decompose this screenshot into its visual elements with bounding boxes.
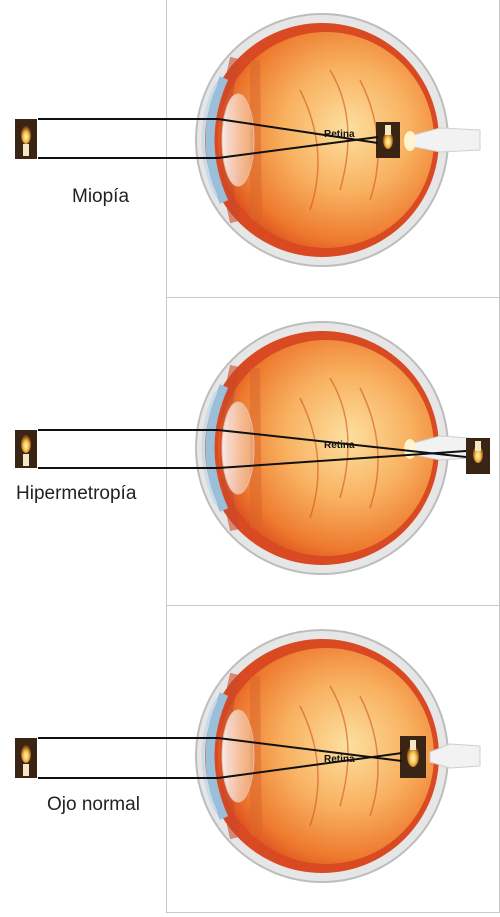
cornea <box>201 692 229 820</box>
candle-object <box>15 738 37 778</box>
light-rays <box>38 118 379 159</box>
hyperopia-diagram: Retina <box>15 321 490 575</box>
retina-label: Retina <box>324 129 355 140</box>
candle-image <box>466 438 490 474</box>
panel-divider <box>166 297 500 298</box>
retina-label: Retina <box>324 754 355 765</box>
candle-image <box>376 122 400 158</box>
normal-eye-diagram: Retina <box>15 629 481 883</box>
retina-label: Retina <box>324 440 355 451</box>
panel-myopia: Retina Miopía <box>0 0 500 297</box>
eyeball <box>195 321 449 575</box>
panel-hyperopia: Retina Hipermetropía <box>0 298 500 605</box>
eyeball <box>195 629 449 883</box>
candle-image <box>400 736 426 778</box>
myopia-diagram: Retina <box>15 13 481 267</box>
cornea <box>201 384 229 512</box>
lens <box>221 401 255 495</box>
lens <box>221 709 255 803</box>
panel-divider <box>166 605 500 606</box>
candle-object <box>15 430 37 468</box>
optic-nerve <box>429 743 481 769</box>
caption-hyperopia: Hipermetropía <box>16 483 137 504</box>
panel-normal-eye: Retina Ojo normal <box>0 606 500 912</box>
cornea <box>201 76 229 204</box>
lens <box>221 93 255 187</box>
optic-nerve <box>404 127 481 153</box>
caption-normal-eye: Ojo normal <box>47 794 140 815</box>
light-rays <box>38 737 403 779</box>
candle-object <box>15 119 37 159</box>
light-rays <box>38 429 467 469</box>
eyeball <box>195 13 449 267</box>
caption-myopia: Miopía <box>72 186 130 207</box>
